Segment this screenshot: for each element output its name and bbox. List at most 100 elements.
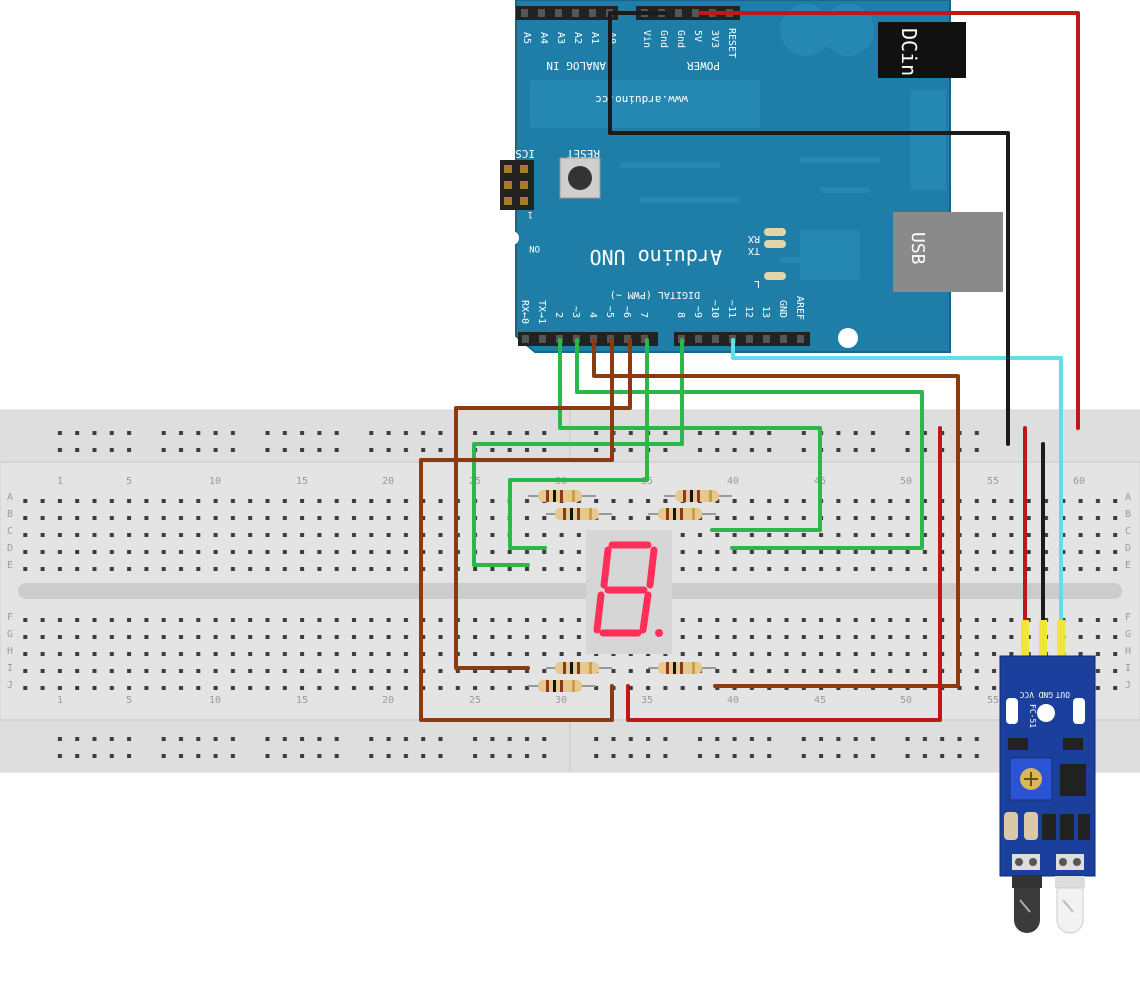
power-pin-label: Gnd <box>675 30 686 48</box>
digital-pin-label: ~9 <box>692 306 703 318</box>
center-channel <box>18 583 1122 599</box>
row-letter: J <box>7 680 13 691</box>
digital-pin-label: 12 <box>743 306 754 318</box>
resistor <box>546 662 612 674</box>
digital-header-high <box>674 332 810 346</box>
board-name: Arduino UNO <box>590 245 722 269</box>
digital-pin-label: TX→1 <box>536 300 547 324</box>
digital-pin-label: 13 <box>760 306 771 318</box>
analog-pin-label: A1 <box>589 32 600 44</box>
analog-in-label: ANALOG IN <box>546 59 606 72</box>
col-number: 1 <box>57 695 63 706</box>
power-label: POWER <box>687 59 720 72</box>
col-number: 10 <box>209 695 221 706</box>
col-number: 50 <box>900 695 912 706</box>
mounting-hole <box>838 328 858 348</box>
col-number: 20 <box>382 476 394 487</box>
resistor <box>546 508 612 520</box>
ir-receiver-led <box>1012 876 1042 933</box>
row-letter: I <box>7 663 13 674</box>
analog-pin-label: A5 <box>521 32 532 44</box>
on-label: ON <box>529 243 540 253</box>
green-wire <box>575 338 924 550</box>
col-number: 35 <box>641 695 653 706</box>
sensor-model: FC-51 <box>1028 704 1037 728</box>
col-number: 5 <box>126 695 132 706</box>
rx-led <box>764 240 786 248</box>
col-number: 25 <box>469 695 481 706</box>
row-letter: H <box>7 646 13 657</box>
digital-pin-label: ~10 <box>709 300 720 318</box>
mounting-hole <box>1037 704 1055 722</box>
ir-sensor-module: OUT GND VCC FC-51 <box>999 620 1096 934</box>
col-number: 40 <box>727 476 739 487</box>
arduino-board: A5 A4 A3 A2 A1 A0 Vin Gnd Gnd 5V 3V3 RES… <box>500 0 1003 353</box>
col-number: 15 <box>296 476 308 487</box>
row-letter: D <box>1125 543 1131 554</box>
icsp-header <box>500 160 534 210</box>
row-letter: A <box>7 492 13 503</box>
col-number: 55 <box>987 476 999 487</box>
power-led <box>1073 698 1085 724</box>
reset-button[interactable] <box>559 157 601 199</box>
icsp-pin1-label: 1 <box>528 209 533 219</box>
seven-segment-display <box>586 530 672 654</box>
digital-pin-label: ~5 <box>604 306 615 318</box>
row-letter: I <box>1125 663 1131 674</box>
terminal-strip-bottom <box>20 608 1120 694</box>
black-wires <box>608 11 1045 642</box>
on-led <box>505 231 519 245</box>
power-rail-bottom <box>55 730 987 764</box>
potentiometer[interactable] <box>1009 757 1053 801</box>
green-wire <box>558 338 822 532</box>
digital-header-low <box>518 332 658 346</box>
tx-label: TX <box>748 245 760 256</box>
tx-led <box>764 228 786 236</box>
col-number: 45 <box>814 695 826 706</box>
green-wire <box>472 338 684 567</box>
decimal-point <box>655 629 663 637</box>
digit-eight <box>593 541 658 637</box>
red-wires <box>626 11 1080 722</box>
digital-pin-label: 8 <box>675 312 686 318</box>
digital-pin-label: 2 <box>553 312 564 318</box>
row-letter: H <box>1125 646 1131 657</box>
dc-label: DCin <box>897 28 921 76</box>
row-letter: F <box>1125 612 1131 623</box>
row-letter: A <box>1125 492 1131 503</box>
analog-header <box>516 6 618 20</box>
resistor <box>648 662 716 674</box>
row-letter: C <box>7 526 13 537</box>
col-number: 30 <box>555 695 567 706</box>
red-wire <box>698 11 1080 430</box>
digital-pin-label: ~3 <box>570 306 581 318</box>
col-number: 1 <box>57 476 63 487</box>
brown-wire <box>419 338 614 722</box>
cyan-wire <box>731 338 1063 642</box>
sensor-pin-label: OUT <box>1055 690 1070 699</box>
brown-wire <box>454 338 632 670</box>
row-letter: D <box>7 543 13 554</box>
analog-pin-label: A3 <box>555 32 566 44</box>
row-letter: J <box>1125 680 1131 691</box>
digital-pin-label: ~6 <box>621 306 632 318</box>
row-letter: B <box>7 509 13 520</box>
digital-pin-label: 7 <box>638 312 649 318</box>
icsp-label: ICSP <box>508 147 535 160</box>
status-led <box>1006 698 1018 724</box>
resistor <box>664 490 732 502</box>
brown-wire <box>592 338 960 688</box>
analog-pin-label: A4 <box>538 32 549 44</box>
resistors <box>528 490 732 692</box>
col-number: 10 <box>209 476 221 487</box>
dc-jack <box>878 22 966 78</box>
col-number: 15 <box>296 695 308 706</box>
digital-label: DIGITAL (PWM ~) <box>610 289 700 300</box>
power-pin-label: Gnd <box>658 30 669 48</box>
col-number: 5 <box>126 476 132 487</box>
usb-label: USB <box>907 232 928 265</box>
rx-label: RX <box>748 233 760 244</box>
col-number: 50 <box>900 476 912 487</box>
row-letter: E <box>1125 560 1131 571</box>
resistor <box>528 680 596 692</box>
